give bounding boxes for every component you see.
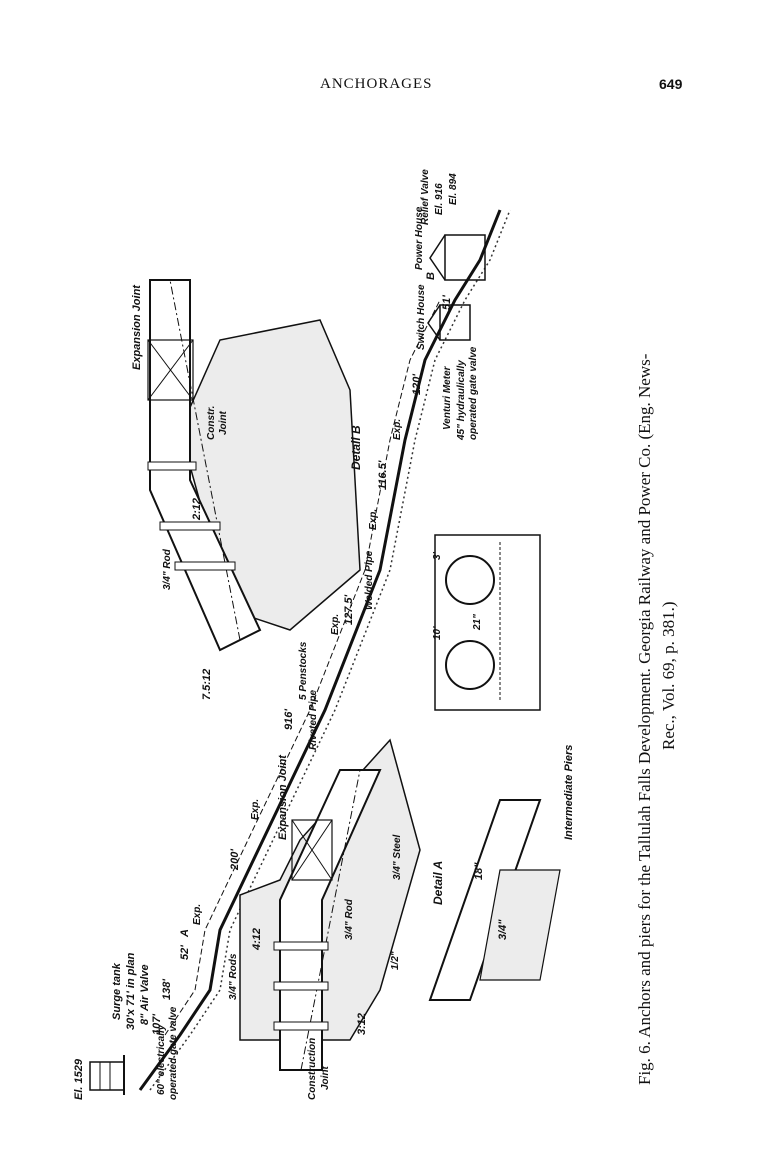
- caption-line-2: Rec., Vol. 69, p. 381.): [659, 601, 678, 750]
- label-riveted-pipe: Riveted Pipe: [308, 690, 319, 750]
- detail-b-slope-7-5-12: 7.5:12: [201, 669, 213, 700]
- label-air-valve: 8" Air Valve: [139, 964, 151, 1025]
- penstock-profile: [138, 209, 511, 1091]
- label-gate-valve-60-1: 60" electrically: [156, 1024, 167, 1095]
- detail-b-slope-2-12: 2:12: [191, 498, 203, 521]
- label-d-138: 138': [161, 979, 173, 1000]
- intermediate-piers: [434, 534, 541, 711]
- detail-b-constr-joint-1: Constr.: [206, 406, 217, 440]
- label-relief-valve: Relief Valve: [420, 169, 431, 225]
- label-point-b: B: [425, 272, 437, 280]
- label-exp-5: Exp.: [392, 419, 403, 440]
- detail-a-anchor-bolt: 3/4" Steel: [392, 834, 403, 880]
- figure-6: Fig. 6. Anchors and piers for the Tallul…: [60, 120, 700, 1130]
- label-exp-4: Exp.: [368, 509, 379, 530]
- label-d-107: 107': [151, 1014, 163, 1035]
- surge-tank: [89, 1055, 125, 1095]
- label-power-house: Power House: [414, 206, 425, 270]
- label-exp-3: Exp.: [330, 614, 341, 635]
- detail-a-slope-4-12: 4:12: [251, 928, 263, 951]
- label-el-894: El. 894: [448, 173, 459, 205]
- detail-a-slope-3-12: 3:12: [356, 1013, 368, 1035]
- label-gate-valve-60-2: operated gate valve: [168, 1006, 179, 1100]
- intermediate-piers-title: Intermediate Piers: [563, 745, 575, 840]
- piers-d-10: 10': [432, 626, 443, 640]
- label-d-52: 52': [179, 945, 191, 960]
- label-exp-2: Exp.: [250, 799, 261, 820]
- label-switch-house: Switch House: [416, 284, 427, 350]
- detail-a-construction-joint-1: Construction: [307, 1038, 318, 1100]
- detail-a-rod: 3/4" Rod: [344, 898, 355, 940]
- label-d-120: 120': [411, 374, 423, 395]
- label-welded-pipe: Welded Pipe: [364, 550, 375, 610]
- label-penstocks: 5 Penstocks: [298, 641, 309, 700]
- detail-b-expansion-joint: Expansion Joint: [131, 284, 143, 370]
- detail-b-constr-joint-2: Joint: [218, 410, 229, 435]
- label-el-1529: El. 1529: [73, 1058, 85, 1100]
- detail-b-rod: 3/4" Rod: [162, 548, 173, 590]
- label-surge-tank: Surge tank: [111, 962, 123, 1020]
- label-point-a: A: [179, 929, 191, 938]
- label-exp-1: Exp.: [192, 904, 203, 925]
- support-d-3-4: 3/4": [497, 919, 509, 940]
- detail-b-title: Detail B: [349, 425, 363, 470]
- detail-a-rods: 3/4" Rods: [228, 953, 239, 1000]
- label-d-127-5: 127.5': [343, 594, 355, 625]
- label-gate-valve-45-1: 45" hydraulically: [456, 360, 467, 441]
- label-surge-dims: 30'x 71' in plan: [125, 952, 137, 1030]
- detail-a-d-1-2: 1/2": [390, 951, 401, 970]
- label-venturi-meter: Venturi Meter: [442, 365, 453, 430]
- detail-a: [239, 738, 421, 1071]
- label-el-916: El. 916: [434, 183, 445, 215]
- detail-a-construction-joint-2: Joint: [320, 1065, 331, 1090]
- detail-a-title: Detail A: [431, 861, 445, 905]
- label-d-916: 916': [283, 709, 295, 730]
- support-d-18: 18": [473, 862, 485, 880]
- figure-drawing: Fig. 6. Anchors and piers for the Tallul…: [73, 169, 678, 1100]
- page-header: ANCHORAGES 649: [0, 76, 759, 100]
- label-d-116-5: 116.5': [377, 460, 389, 490]
- pipe-support-detail: [428, 799, 561, 1001]
- label-gate-valve-45-2: operated gate valve: [468, 346, 479, 440]
- page-number: 649: [659, 76, 683, 92]
- detail-a-expansion-joint: Expansion Joint: [277, 754, 289, 840]
- label-d-200: 200': [229, 849, 241, 871]
- piers-d-21: 21": [472, 614, 483, 631]
- detail-b: [147, 279, 361, 652]
- running-title: ANCHORAGES: [320, 76, 433, 92]
- power-house: [427, 234, 486, 341]
- label-d-51: 51': [441, 295, 453, 310]
- piers-d-3: 3': [432, 551, 443, 560]
- caption-line-1: Fig. 6. Anchors and piers for the Tallul…: [635, 353, 654, 1085]
